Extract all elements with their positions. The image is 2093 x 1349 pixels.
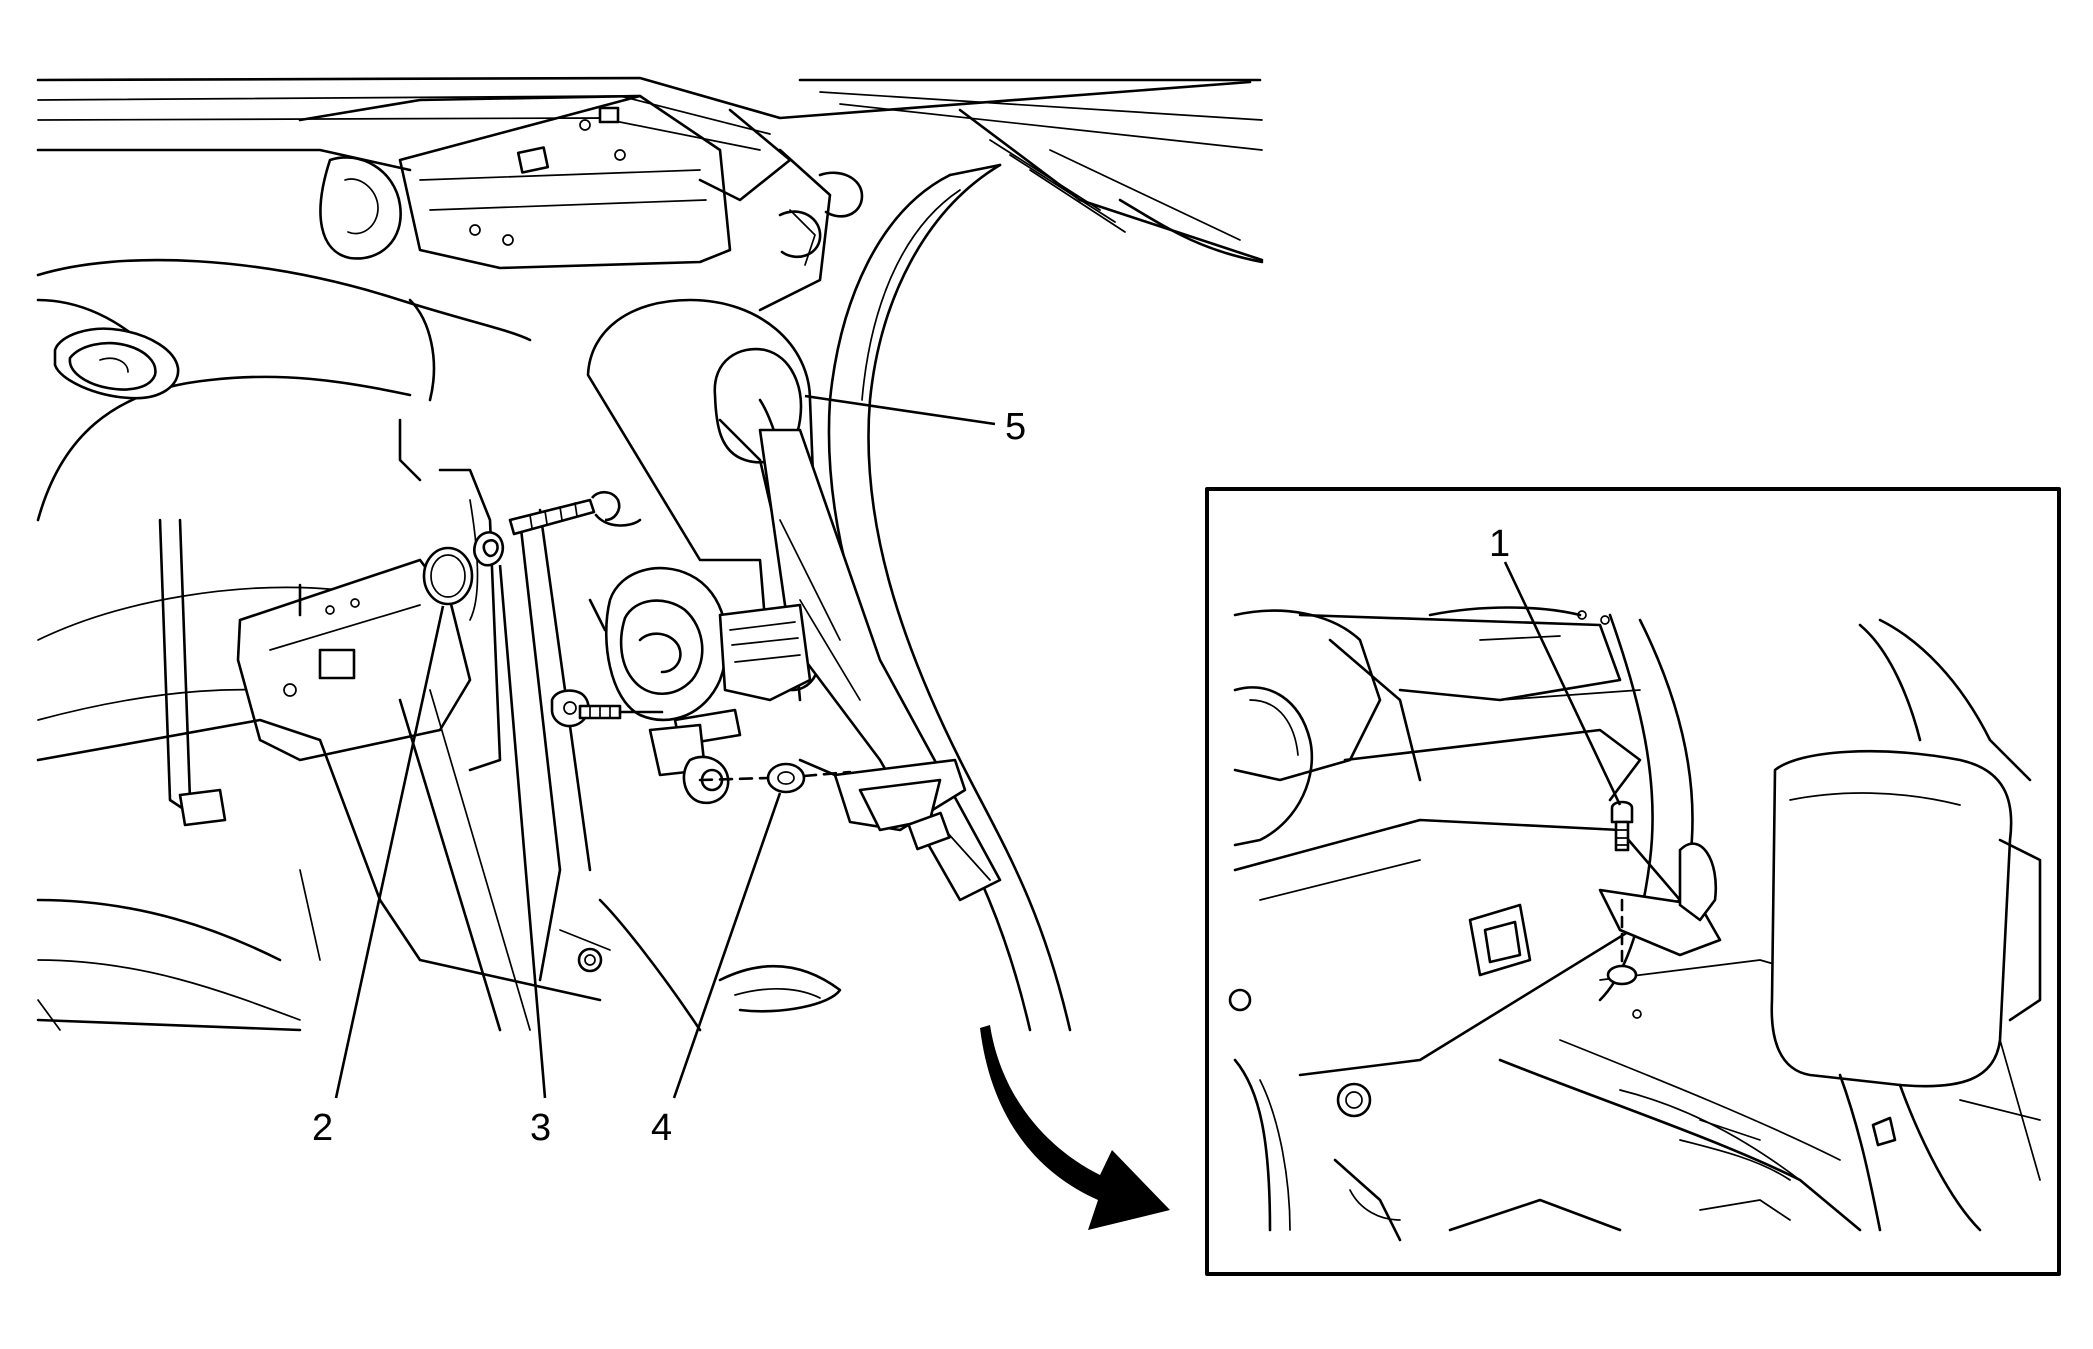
callout-5-label: 5 xyxy=(1005,406,1026,448)
rear-seat xyxy=(36,258,532,827)
pillar-trim xyxy=(827,163,1072,1032)
latch-bracket xyxy=(236,468,592,982)
callout-3: 3 xyxy=(498,564,551,1149)
roof-rail xyxy=(798,78,1264,264)
callout-5-leader xyxy=(804,394,996,426)
callout-2-label: 2 xyxy=(312,1107,333,1149)
callout-4-label: 4 xyxy=(651,1107,672,1149)
callout-1: 1 xyxy=(1489,523,1622,806)
callout-3-label: 3 xyxy=(530,1107,551,1149)
callout-4-leader xyxy=(672,792,782,1099)
retractor-stud xyxy=(550,689,664,728)
trim-cap xyxy=(422,546,474,606)
callout-3-leader xyxy=(498,564,547,1099)
inset-frame xyxy=(1205,487,2061,1276)
curved-arrow-icon xyxy=(980,1025,1170,1230)
callout-5: 5 xyxy=(804,394,1026,448)
callout-2-leader xyxy=(334,605,445,1099)
rear-shelf xyxy=(36,76,1252,312)
floor-pan xyxy=(36,689,842,1032)
anchor-bolt xyxy=(473,490,642,567)
main-illustration xyxy=(36,76,1264,1032)
belt-latch-plate xyxy=(798,758,967,851)
callout-4: 4 xyxy=(651,792,782,1149)
callout-2: 2 xyxy=(312,605,445,1149)
callout-1-label: 1 xyxy=(1489,523,1510,565)
detail-inset: 1 xyxy=(1205,487,2061,1276)
retractor-assembly xyxy=(588,566,812,805)
anchor-nut xyxy=(698,762,852,794)
callout-1-leader xyxy=(1503,561,1622,806)
inset-illustration xyxy=(1228,606,2042,1242)
